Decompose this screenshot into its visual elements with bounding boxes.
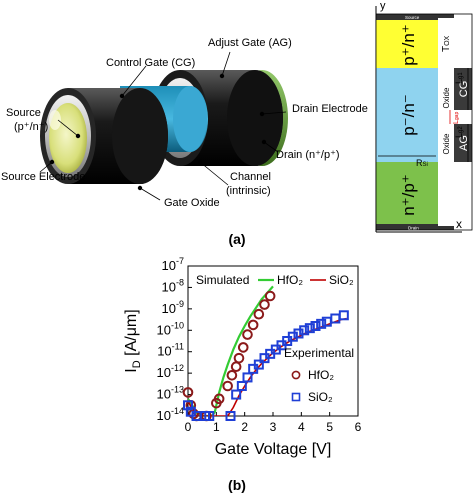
iv-chart: 0 1 2 3 4 5 6 10-14 10-13 10-12 10-11 10-10 10-9 10-8…: [123, 256, 362, 458]
cs-channel-region-label: p⁻/n⁻: [399, 94, 418, 136]
cs-drain-region-label: n⁺/p⁺: [399, 174, 418, 216]
x-tick-label: 0: [185, 420, 192, 434]
hfo2-experimental-point: [182, 387, 194, 398]
sio2-experimental-point: [204, 411, 215, 421]
cs-lg1-label: Lg1: [454, 72, 464, 84]
y-tick-label: 10-13: [157, 385, 184, 402]
cs-oxide-strip: [438, 18, 454, 226]
sio2-experimental-point: [253, 359, 264, 370]
label-source-electrode: Source Electrode: [1, 171, 85, 183]
hfo2-experimental-point: [237, 342, 249, 353]
source-face-highlight: [49, 110, 61, 130]
cs-ag-label: AG: [458, 135, 470, 151]
cs-tox-label: TOX: [441, 35, 452, 52]
hfo2-experimental-point: [213, 393, 225, 405]
y-tick-label: 10-7: [162, 256, 184, 273]
sio2-experimental-point: [242, 372, 253, 383]
device-3d: [40, 70, 288, 184]
sio2-experimental-point: [231, 389, 242, 400]
hfo2-experimental-point: [259, 299, 270, 310]
sio2-experimental-point: [316, 318, 327, 329]
control-gate-end: [112, 88, 168, 184]
cs-top-contact: [376, 14, 454, 20]
legend-sio2-experimental-label: SiO₂: [308, 390, 333, 404]
cs-bottom-contact-label: Drain: [408, 226, 419, 231]
sio2-experimental-point: [225, 411, 236, 421]
channel-face: [173, 86, 207, 152]
legend-hfo2-simulated-label: HfO₂: [277, 273, 303, 287]
label-channel-type: (intrinsic): [226, 185, 271, 197]
cs-rsi-label: RSi: [416, 158, 428, 168]
cs-outline: [375, 13, 473, 231]
y-tick-label: 10-10: [157, 320, 184, 337]
legend-hfo2-experimental-label: HfO₂: [308, 368, 334, 382]
cs-bottom-contact: [376, 224, 454, 230]
cs-x-axis-label: x: [456, 217, 462, 231]
hfo2-experimental-point: [253, 308, 265, 320]
y-axis-title: ID [A/μm]: [123, 309, 143, 372]
y-tick-label: 10-9: [162, 299, 184, 316]
caption-a: (a): [228, 231, 245, 247]
cs-top-contact-label: Source: [405, 15, 420, 20]
label-adjust-gate: Adjust Gate (AG): [208, 37, 292, 49]
hfo2-experimental-point: [222, 380, 233, 392]
legend-hfo2-marker-swatch: [291, 370, 301, 380]
x-tick-label: 1: [213, 420, 220, 434]
adjust-gate-end: [227, 70, 283, 166]
legend-sio2-simulated-label: SiO₂: [329, 273, 354, 287]
hfo2-experimental-point: [233, 352, 245, 364]
label-source-doping: (p⁺/n⁺): [14, 121, 48, 133]
sio2-experimental-point: [338, 310, 349, 321]
sio2-experimental-point: [310, 321, 321, 331]
cross-section: [375, 6, 473, 233]
hfo2-experimental-point: [247, 319, 259, 331]
label-channel: Channel: [230, 171, 271, 183]
x-tick-label: 4: [298, 420, 305, 434]
cs-cg-label: CG: [458, 81, 470, 98]
cs-cg-block: [454, 68, 472, 110]
cs-ag-block: [454, 124, 472, 162]
cs-oxide-label-bottom: Oxide: [442, 133, 451, 154]
leader-lines: [39, 51, 287, 201]
sio2-experimental-point: [236, 381, 247, 391]
cs-y-axis-label: y: [380, 0, 386, 12]
y-tick-label: 10-8: [162, 277, 184, 294]
legend-sio2-marker-swatch: [291, 392, 301, 402]
hfo2-experimental-point: [230, 361, 242, 373]
hfo2-experimental-point: [226, 369, 238, 381]
y-tick-label: 10-11: [157, 342, 184, 359]
hfo2-experimental-point: [264, 290, 276, 302]
y-tick-label: 10-12: [157, 363, 184, 380]
label-drain-electrode: Drain Electrode: [292, 103, 368, 115]
x-axis-title: Gate Voltage [V]: [215, 441, 332, 458]
x-tick-label: 2: [241, 420, 248, 434]
sio2-experimental-point: [304, 323, 315, 334]
legend-experimental-title: Experimental: [284, 346, 354, 360]
sio2-experimental-point: [299, 325, 310, 336]
caption-b: (b): [228, 477, 246, 493]
cs-lg2-label: Lg2: [454, 126, 464, 138]
cs-oxide-label-top: Oxide: [442, 87, 451, 108]
label-control-gate: Control Gate (CG): [106, 57, 195, 69]
cs-lgap-label: Lgap: [453, 112, 460, 124]
hfo2-simulated-line: [188, 285, 274, 416]
cs-dimension-lines: [378, 68, 469, 162]
y-tick-label: 10-14: [157, 406, 184, 423]
x-tick-label: 6: [355, 420, 362, 434]
sio2-experimental-point: [183, 400, 193, 411]
x-tick-label: 5: [326, 420, 333, 434]
label-source: Source: [6, 107, 41, 119]
label-gate-oxide: Gate Oxide: [164, 197, 220, 209]
hfo2-experimental-point: [242, 329, 253, 340]
legend-simulated-title: Simulated: [196, 273, 249, 287]
label-drain: Drain (n⁺/p⁺): [276, 149, 340, 161]
cs-source-region-label: p⁺/n⁺: [399, 24, 418, 66]
x-tick-label: 3: [270, 420, 277, 434]
